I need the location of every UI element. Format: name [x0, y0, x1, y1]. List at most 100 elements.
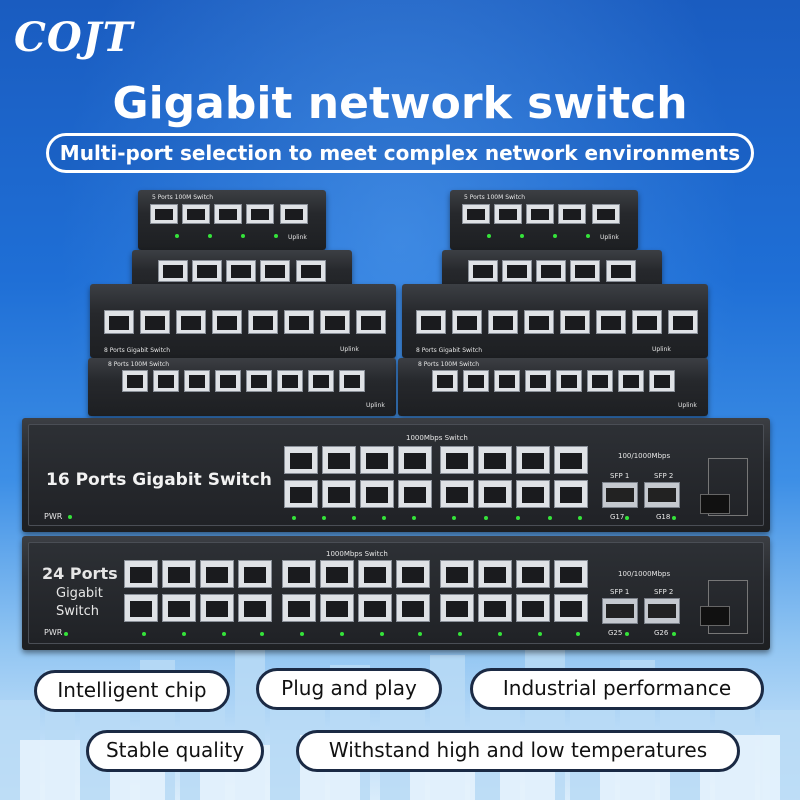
uplink-label: Uplink [340, 346, 359, 353]
ethernet-port [554, 446, 588, 474]
ethernet-port [494, 370, 520, 392]
sfp-port [644, 482, 680, 508]
device-label: 5 Ports 100M Switch [152, 194, 214, 201]
ethernet-port [226, 260, 256, 282]
switch-16port-gigabit: 16 Ports Gigabit Switch PWR 1000Mbps Swi… [22, 418, 770, 532]
ethernet-port [320, 310, 350, 334]
ethernet-port [587, 370, 613, 392]
ethernet-port [282, 594, 316, 622]
status-led [625, 516, 629, 520]
status-led [340, 632, 344, 636]
ethernet-port [360, 480, 394, 508]
ethernet-port [296, 260, 326, 282]
uplink-label: Uplink [366, 402, 385, 409]
device-title: 16 Ports Gigabit Switch [46, 470, 272, 490]
ethernet-port [398, 480, 432, 508]
uplink-label: Uplink [600, 234, 619, 241]
sfp1-label: SFP 1 [610, 588, 630, 596]
ethernet-port [162, 560, 196, 588]
status-led [175, 234, 179, 238]
status-led [208, 234, 212, 238]
ethernet-port [396, 560, 430, 588]
ethernet-port [238, 594, 272, 622]
ethernet-port [494, 204, 522, 224]
front-panel [28, 542, 764, 644]
ethernet-port [124, 594, 158, 622]
uplink-label: Uplink [288, 234, 307, 241]
feature-badge-plug-and-play: Plug and play [256, 668, 442, 710]
ethernet-port [536, 260, 566, 282]
ethernet-port [478, 446, 512, 474]
ethernet-port [570, 260, 600, 282]
ethernet-port [358, 560, 392, 588]
ethernet-port [104, 310, 134, 334]
ethernet-port [339, 370, 365, 392]
device-label: 5 Ports 100M Switch [464, 194, 526, 201]
feature-badge-stable-quality: Stable quality [86, 730, 264, 772]
ethernet-port [516, 446, 550, 474]
feature-badge-intelligent-chip: Intelligent chip [34, 670, 230, 712]
sfp-port [602, 482, 638, 508]
ethernet-port [200, 560, 234, 588]
city-skyline [0, 645, 800, 800]
status-led [412, 516, 416, 520]
status-led [586, 234, 590, 238]
ethernet-port [478, 480, 512, 508]
ethernet-port [398, 446, 432, 474]
subtitle-banner: Multi-port selection to meet complex net… [46, 133, 754, 173]
status-led [672, 516, 676, 520]
status-led [484, 516, 488, 520]
ethernet-port [358, 594, 392, 622]
ethernet-port [322, 480, 356, 508]
ethernet-port [463, 370, 489, 392]
sfp2-label: SFP 2 [654, 588, 674, 596]
status-led [418, 632, 422, 636]
ethernet-port [124, 560, 158, 588]
switch-8port-100m-left: 8 Ports 100M Switch Uplink [88, 358, 396, 416]
feature-badge-temperatures: Withstand high and low temperatures [296, 730, 740, 772]
uplink-label: Uplink [652, 346, 671, 353]
status-led [380, 632, 384, 636]
status-led [452, 516, 456, 520]
switch-5port-small-left: 5 Ports 100M Switch Uplink [138, 190, 326, 250]
ethernet-port [560, 310, 590, 334]
ethernet-port [280, 204, 308, 224]
status-led [352, 516, 356, 520]
uplink-label: Uplink [678, 402, 697, 409]
ethernet-port [122, 370, 148, 392]
ethernet-port [282, 560, 316, 588]
ethernet-port [618, 370, 644, 392]
ethernet-port [260, 260, 290, 282]
ethernet-port [525, 370, 551, 392]
status-led [458, 632, 462, 636]
ethernet-port [554, 480, 588, 508]
top-label: 1000Mbps Switch [326, 550, 388, 558]
ethernet-port [320, 560, 354, 588]
status-led [274, 234, 278, 238]
device-title-line3: Switch [56, 604, 99, 619]
ethernet-port [452, 310, 482, 334]
feature-badge-industrial-performance: Industrial performance [470, 668, 764, 710]
ethernet-port [502, 260, 532, 282]
status-led [576, 632, 580, 636]
status-led [520, 234, 524, 238]
ethernet-port [596, 310, 626, 334]
ethernet-port [488, 310, 518, 334]
status-led [578, 516, 582, 520]
ethernet-port [308, 370, 334, 392]
ethernet-port [668, 310, 698, 334]
switch-5port-small-right: 5 Ports 100M Switch Uplink [450, 190, 638, 250]
ethernet-port [516, 560, 550, 588]
ethernet-port [248, 310, 278, 334]
status-led [322, 516, 326, 520]
ethernet-port [524, 310, 554, 334]
ethernet-port [478, 594, 512, 622]
ethernet-port [284, 446, 318, 474]
device-title-line1: 24 Ports [42, 564, 118, 583]
sfp-port [644, 598, 680, 624]
status-led [292, 516, 296, 520]
device-title-line2: Gigabit [56, 586, 103, 601]
ethernet-port [182, 204, 210, 224]
status-led [182, 632, 186, 636]
switch-24port-gigabit: 24 Ports Gigabit Switch PWR 1000Mbps Swi… [22, 536, 770, 650]
